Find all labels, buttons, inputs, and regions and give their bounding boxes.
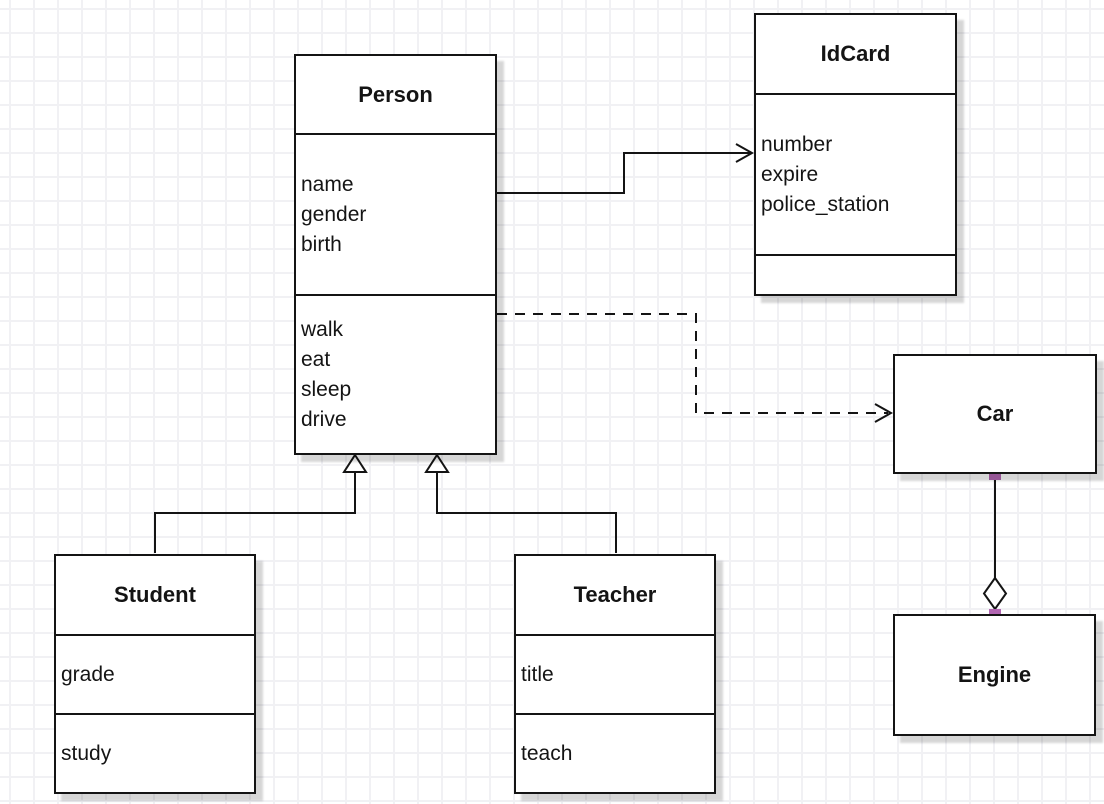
attribute: birth xyxy=(301,232,342,256)
class-title: Person xyxy=(296,56,495,135)
class-attributes: title xyxy=(516,636,714,715)
generalization-student-person[interactable] xyxy=(154,453,368,553)
class-methods xyxy=(756,256,955,294)
hollow-triangle-icon xyxy=(342,453,368,473)
class-title: Engine xyxy=(957,662,1032,687)
class-student[interactable]: Student grade study xyxy=(54,554,256,794)
method: sleep xyxy=(301,377,352,401)
class-methods: teach xyxy=(516,715,714,792)
open-arrowhead-icon xyxy=(874,403,894,423)
dependency-person-car[interactable] xyxy=(497,313,894,423)
method: drive xyxy=(301,407,347,431)
class-attributes: name gender birth xyxy=(296,135,495,296)
class-methods: study xyxy=(56,715,254,792)
dependency-line[interactable] xyxy=(497,313,888,414)
method: teach xyxy=(521,741,573,765)
class-person[interactable]: Person name gender birth walk eat sleep … xyxy=(294,54,497,455)
attribute: grade xyxy=(61,662,115,686)
attribute: police_station xyxy=(761,192,890,216)
attribute: name xyxy=(301,172,354,196)
class-idcard[interactable]: IdCard number expire police_station xyxy=(754,13,957,296)
generalization-line[interactable] xyxy=(154,471,356,553)
aggregation-diamond-icon xyxy=(982,576,1008,611)
method: study xyxy=(61,741,112,765)
class-title: Student xyxy=(56,556,254,636)
generalization-line[interactable] xyxy=(436,471,617,553)
attribute: gender xyxy=(301,202,367,226)
class-title: Car xyxy=(976,401,1014,426)
open-arrowhead-icon xyxy=(735,143,755,163)
class-teacher[interactable]: Teacher title teach xyxy=(514,554,716,794)
attribute: number xyxy=(761,132,833,156)
class-methods: walk eat sleep drive xyxy=(296,296,495,453)
class-attributes: number expire police_station xyxy=(756,95,955,256)
generalization-teacher-person[interactable] xyxy=(424,453,617,553)
method: walk xyxy=(301,317,344,341)
method: eat xyxy=(301,347,331,371)
hollow-triangle-icon xyxy=(424,453,450,473)
class-attributes: grade xyxy=(56,636,254,715)
attribute: expire xyxy=(761,162,819,186)
class-engine[interactable]: Engine xyxy=(893,614,1096,736)
class-title: Teacher xyxy=(516,556,714,636)
class-title: IdCard xyxy=(756,15,955,95)
class-car[interactable]: Car xyxy=(893,354,1097,474)
association-person-idcard[interactable] xyxy=(497,143,755,194)
association-line[interactable] xyxy=(497,152,751,194)
attribute: title xyxy=(521,662,554,686)
aggregation-car-engine[interactable] xyxy=(982,468,1008,621)
